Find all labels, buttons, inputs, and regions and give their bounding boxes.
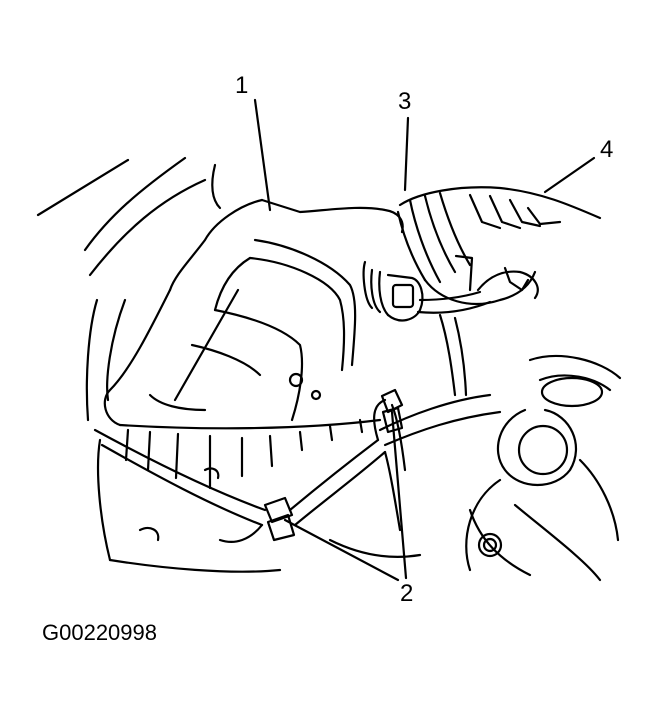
intake-duct (396, 186, 602, 305)
callout-3-label: 3 (398, 88, 412, 115)
callout-4-label: 4 (600, 136, 614, 163)
fastener-details (138, 372, 322, 542)
iat-sensor (362, 260, 539, 397)
fender-outline (36, 156, 222, 422)
breather-hose (93, 388, 502, 543)
engine-block-right (328, 354, 622, 582)
callout-1-label: 1 (235, 72, 249, 99)
callout-2-label: 2 (400, 580, 414, 607)
leader-lines (173, 98, 596, 582)
air-cleaner-box (96, 198, 404, 573)
figure-identifier: G00220998 (42, 620, 157, 645)
